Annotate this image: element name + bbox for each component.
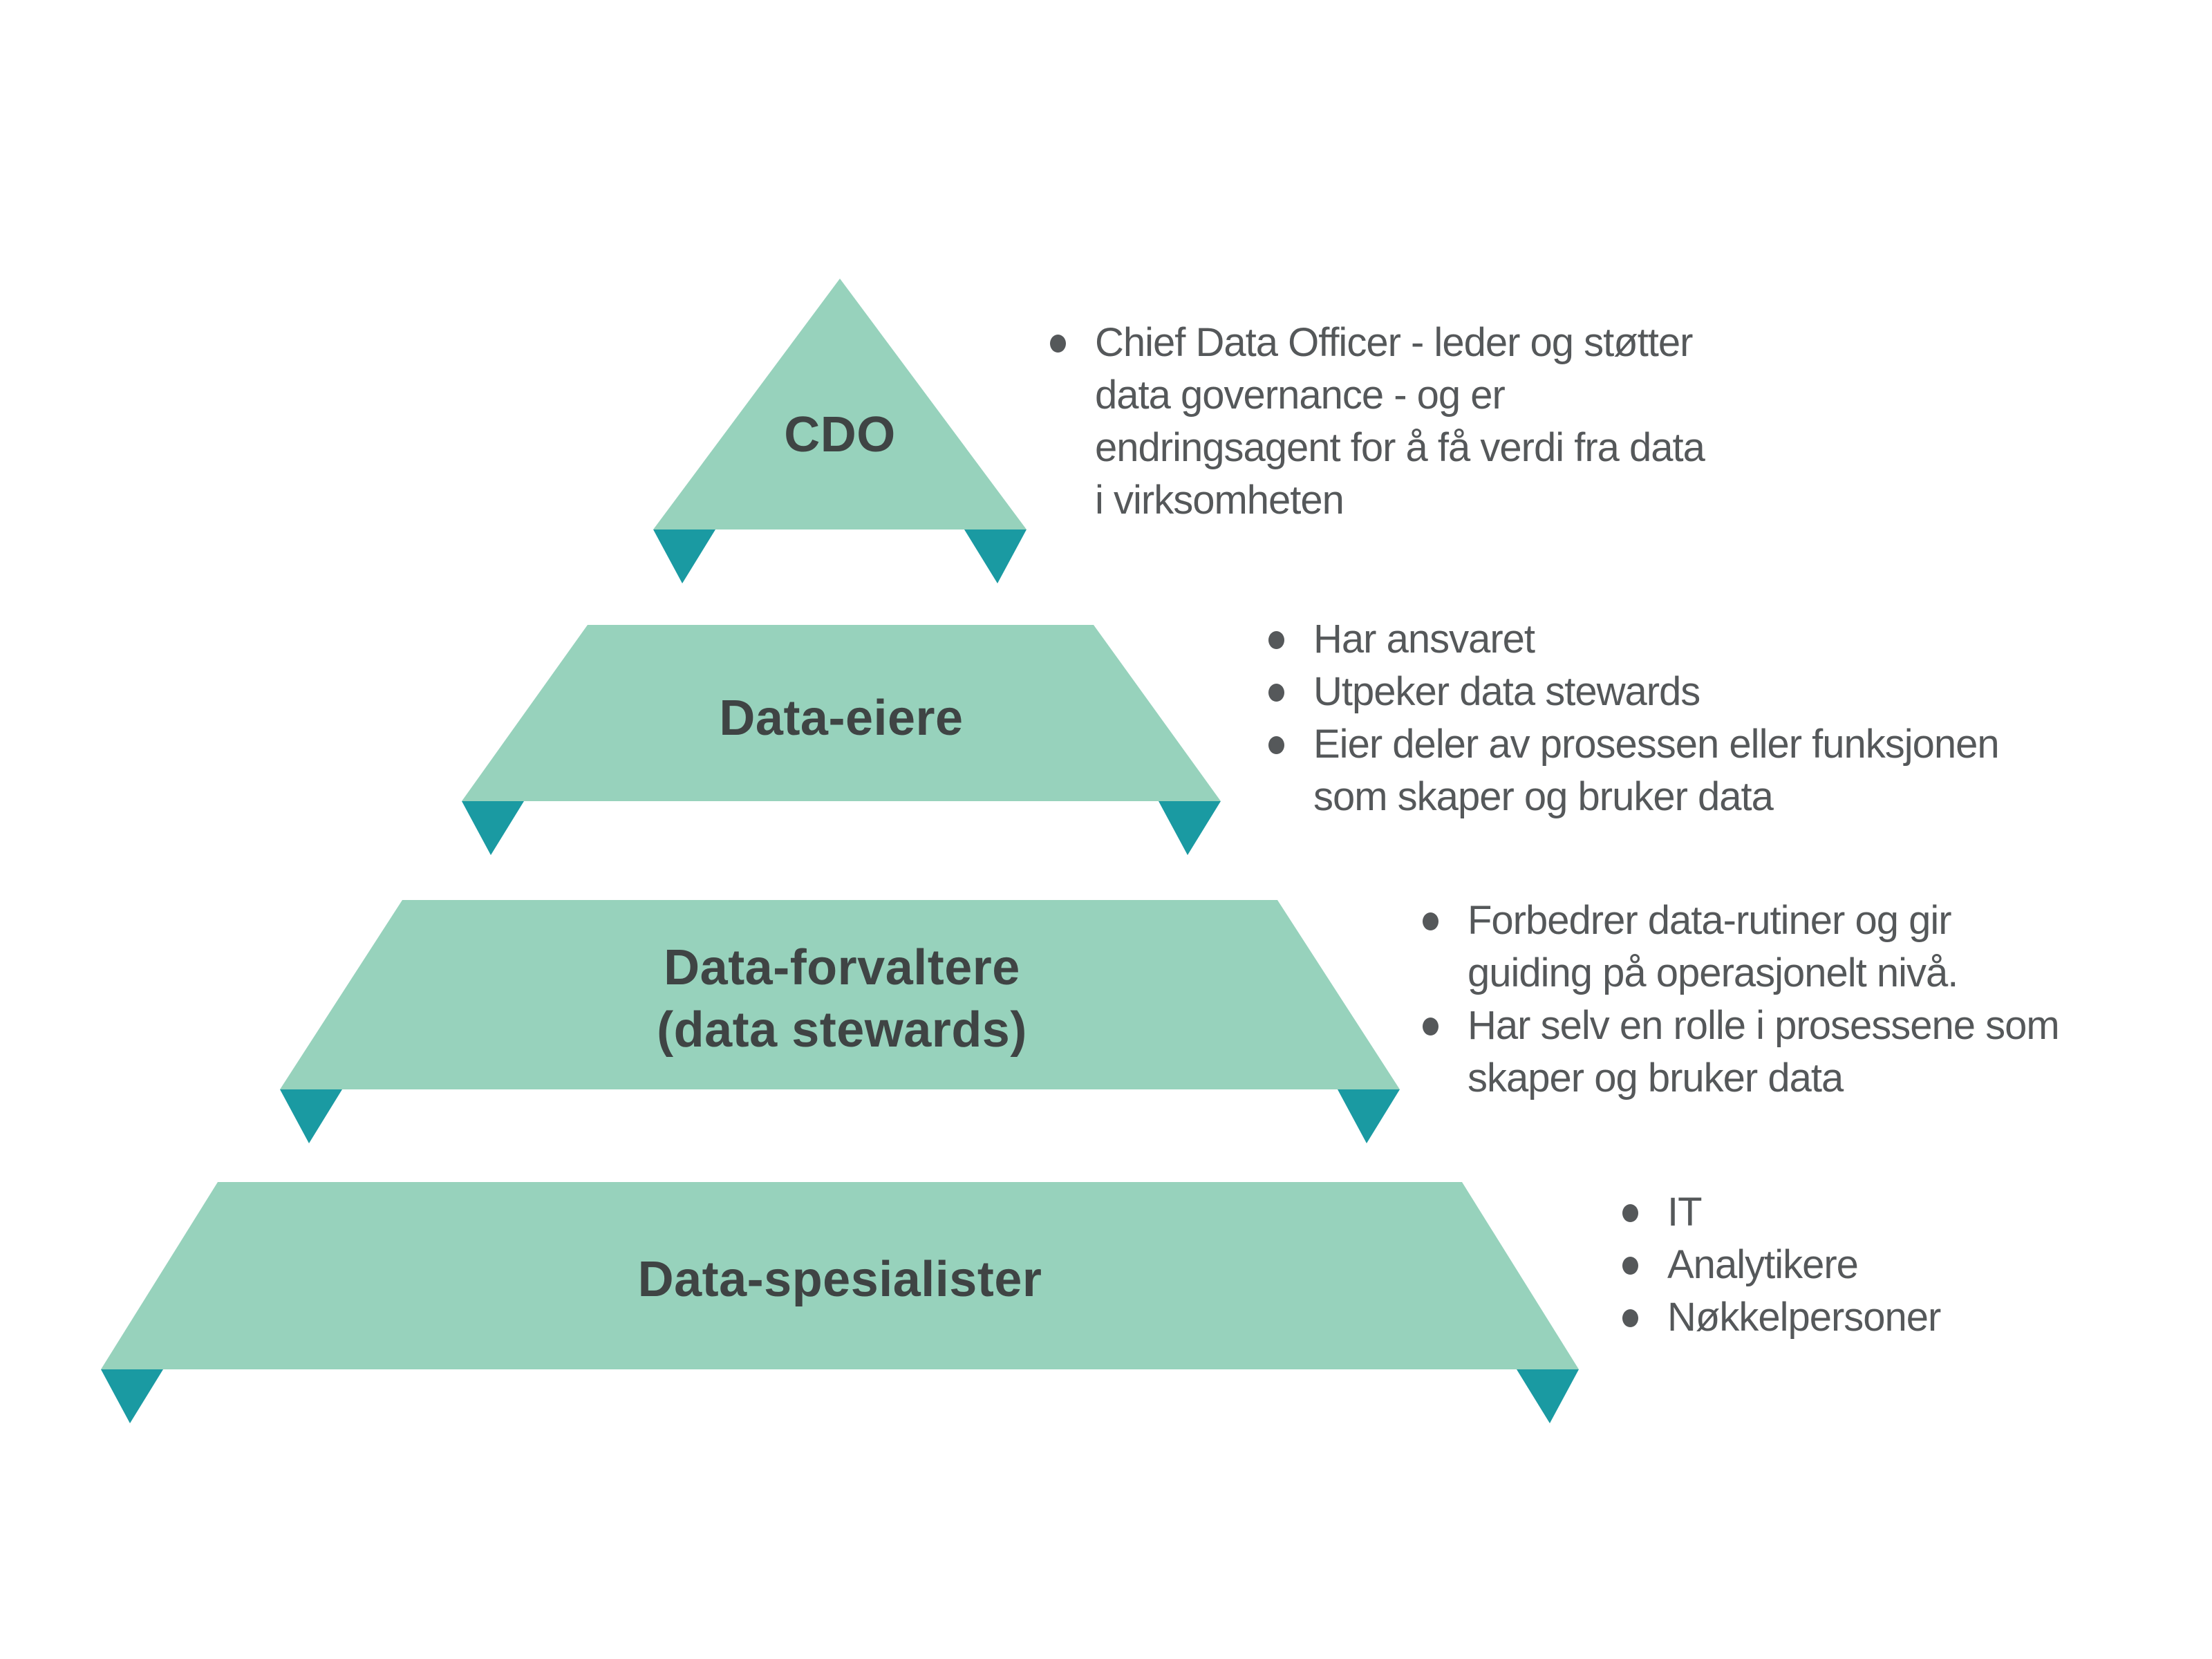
tier4-bullet-list: IT Analytikere Nøkkelpersoner xyxy=(1622,1186,2120,1344)
tier2-bullet-list: Har ansvaret Utpeker data stewards Eier … xyxy=(1268,613,2098,823)
list-item: Har ansvaret xyxy=(1268,613,2098,666)
tier4-label: Data-spesialister xyxy=(637,1252,1042,1307)
list-item: Nøkkelpersoner xyxy=(1622,1291,2120,1344)
list-item: Analytikere xyxy=(1622,1239,2120,1291)
tier3-data-forvaltere-shape xyxy=(280,900,1400,1089)
tier2-label: Data-eiere xyxy=(719,691,964,746)
list-item: Utpeker data stewards xyxy=(1268,666,2098,718)
tier1-label: CDO xyxy=(784,407,896,462)
list-item: Chief Data Officer - leder og støtter da… xyxy=(1050,317,1783,527)
tier3-fold-right xyxy=(1338,1089,1400,1143)
tier1-bullet-list: Chief Data Officer - leder og støtter da… xyxy=(1050,317,1783,527)
list-item: Har selv en rolle i prosessene som skape… xyxy=(1423,1000,2148,1105)
list-item: Forbedrer data-rutiner og gir guiding på… xyxy=(1423,894,2148,1000)
tier3-label: Data-forvaltere (data stewards) xyxy=(657,940,1027,1058)
tier4-fold-right xyxy=(1517,1369,1579,1423)
tier4-data-spesialister-shape xyxy=(101,1182,1579,1369)
tier1-fold-right xyxy=(964,529,1027,583)
tier2-fold-right xyxy=(1159,801,1221,855)
tier2-data-eiere-shape xyxy=(462,625,1221,801)
tier4-fold-left xyxy=(101,1369,163,1423)
list-item: IT xyxy=(1622,1186,2120,1239)
tier2-fold-left xyxy=(462,801,524,855)
tier3-bullet-list: Forbedrer data-rutiner og gir guiding på… xyxy=(1423,894,2148,1105)
list-item: Eier deler av prosessen eller funksjonen… xyxy=(1268,718,2098,823)
tier1-fold-left xyxy=(653,529,715,583)
tier1-cdo-shape xyxy=(653,279,1027,529)
tier3-fold-left xyxy=(280,1089,342,1143)
